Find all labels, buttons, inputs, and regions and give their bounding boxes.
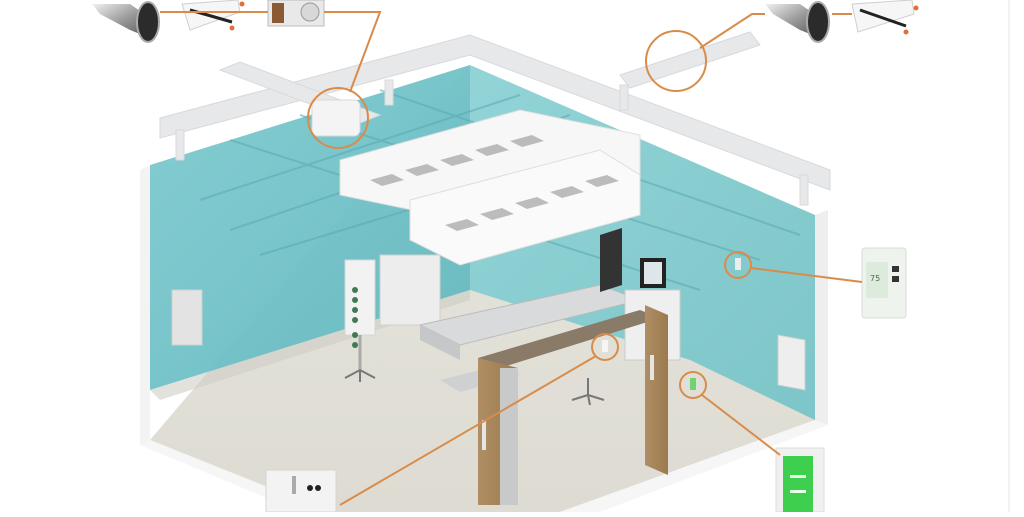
callout-line-exhaust	[699, 13, 765, 49]
room-sensor-device	[735, 258, 741, 270]
anesthesia-boom	[344, 254, 441, 382]
callout-circle-door-sensor	[591, 333, 619, 361]
left-wall-edge	[140, 165, 150, 445]
door-sensor-device	[602, 340, 608, 352]
actuator-icon	[267, 0, 325, 27]
venturi-valve-icon	[92, 1, 160, 43]
damper-icon	[181, 0, 245, 31]
callouts	[160, 11, 863, 506]
right-wall-edge	[815, 210, 828, 425]
monitor-device	[690, 378, 696, 390]
stool	[571, 378, 605, 406]
callout-circle-room-sensor	[724, 251, 752, 279]
callout-circle-supply	[307, 87, 369, 149]
return-grille-left	[171, 289, 203, 346]
callout-line-actuator	[324, 11, 382, 93]
return-grille-right	[777, 334, 806, 391]
ductwork	[159, 31, 831, 206]
laminar-flow-ceiling	[339, 109, 641, 266]
pressure-sensor-icon	[265, 469, 337, 513]
door-right	[645, 305, 668, 475]
page-edge	[1008, 0, 1010, 512]
callout-circle-exhaust	[645, 30, 707, 92]
damper-icon-right	[851, 0, 919, 35]
thermostat-icon	[861, 247, 907, 319]
room-pressure-monitor-icon	[775, 447, 825, 513]
callout-circle-monitor	[679, 371, 707, 399]
venturi-valve-icon-right	[765, 1, 830, 43]
thermostat-display: 75	[870, 274, 881, 283]
door-assembly	[478, 305, 668, 505]
